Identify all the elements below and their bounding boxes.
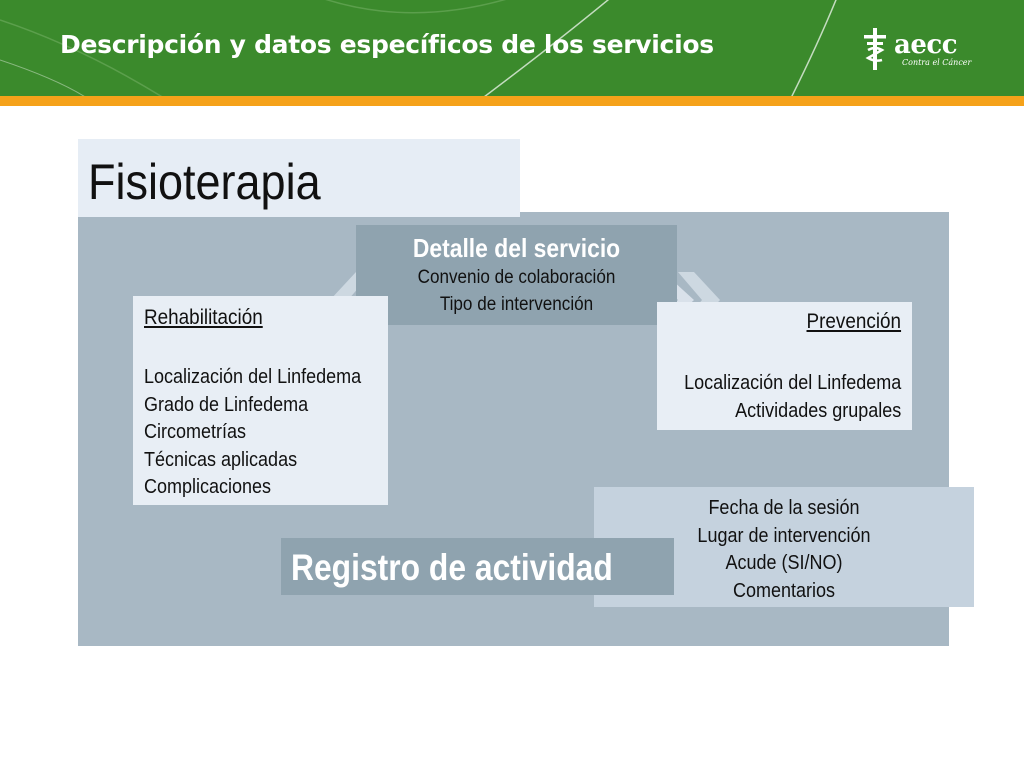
logo-text: aecc xyxy=(894,30,958,60)
detalle-servicio-box: Detalle del servicio Convenio de colabor… xyxy=(356,225,677,325)
list-item: Acude (SI/NO) xyxy=(725,552,843,574)
list-item: Complicaciones xyxy=(144,476,272,498)
prevencion-list: Localización del Linfedema Actividades g… xyxy=(660,370,901,425)
registro-list: Fecha de la sesión Lugar de intervención… xyxy=(594,495,974,605)
header-title: Descripción y datos específicos de los s… xyxy=(60,30,714,59)
registro-actividad-box: Registro de actividad xyxy=(281,538,674,595)
prevencion-title: Prevención xyxy=(806,310,901,333)
rehabilitacion-list: Localización del Linfedema Grado de Linf… xyxy=(144,364,385,502)
list-item: Técnicas aplicadas xyxy=(144,448,298,471)
orange-accent-bar xyxy=(0,96,1024,106)
list-item: Fecha de la sesión xyxy=(708,497,860,519)
list-item: Circometrías xyxy=(144,421,247,443)
detalle-line: Convenio de colaboración xyxy=(417,267,616,288)
aecc-logo: aecc Contra el Cáncer xyxy=(858,26,972,72)
detalle-title: Detalle del servicio xyxy=(412,233,621,263)
list-item: Localización del Linfedema xyxy=(683,372,901,394)
slide-header: Descripción y datos específicos de los s… xyxy=(0,0,1024,96)
header-arc-decoration xyxy=(0,0,837,96)
list-item: Lugar de intervención xyxy=(697,524,871,547)
registro-title: Registro de actividad xyxy=(291,547,613,588)
prevencion-box: Prevención Localización del Linfedema Ac… xyxy=(657,302,912,430)
list-item: Actividades grupales xyxy=(734,399,901,422)
list-item: Grado de Linfedema xyxy=(144,393,309,416)
slide-title: Fisioterapia xyxy=(88,154,321,210)
list-item: Localización del Linfedema xyxy=(144,366,362,388)
rehabilitacion-box: Rehabilitación Localización del Linfedem… xyxy=(133,296,388,505)
cross-icon xyxy=(864,28,886,70)
logo-subtitle: Contra el Cáncer xyxy=(902,58,972,67)
detalle-line: Tipo de intervención xyxy=(439,294,594,315)
rehabilitacion-title: Rehabilitación xyxy=(144,306,263,329)
list-item: Comentarios xyxy=(732,579,836,602)
title-box: Fisioterapia xyxy=(78,139,520,217)
